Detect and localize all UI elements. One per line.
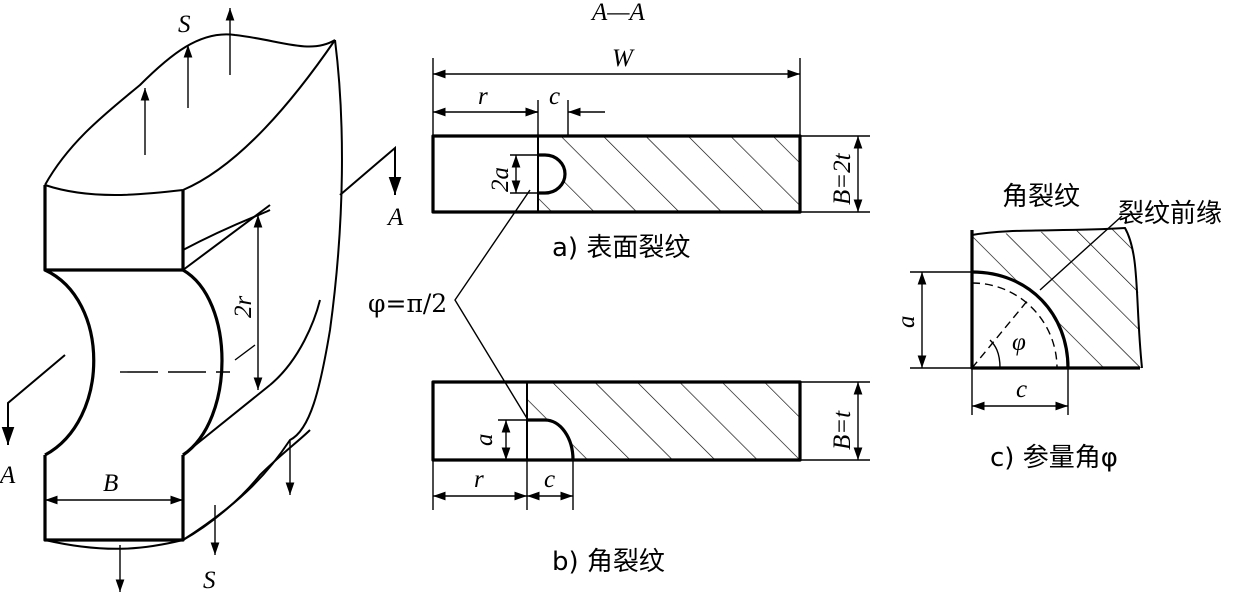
panel-c-caption: c) 参量角φ (990, 443, 1118, 473)
panel-a-surface-crack: r c 2a B=2t a) 表面裂纹 (431, 83, 870, 263)
panel-a-c-label: c (549, 83, 560, 110)
panel-a-caption: a) 表面裂纹 (552, 233, 690, 263)
section-mark-left: A (0, 462, 16, 489)
panel-a-crack-label: 2a (487, 167, 514, 192)
crack-front-label: 裂纹前缘 (1118, 199, 1222, 229)
load-label-top: S (178, 11, 191, 38)
panel-a-thickness-label: B=2t (829, 152, 856, 205)
panel-c-parametric-angle: 角裂纹 裂纹前缘 φ a c c) 参量角φ (893, 182, 1222, 473)
panel-b-r-label: r (474, 466, 484, 493)
panel-b-crack-label: a (471, 434, 498, 447)
phi-label: φ (1012, 329, 1026, 356)
width-label: W (612, 45, 635, 72)
corner-crack-label: 角裂纹 (1002, 182, 1080, 212)
specimen-3d: S S A A 2r B (0, 8, 404, 594)
thickness-label-3d: B (103, 470, 118, 497)
panel-b-caption: b) 角裂纹 (552, 547, 665, 577)
section-views: A—A W r c 2a (368, 0, 870, 577)
panel-a-r-label: r (478, 83, 488, 110)
panel-b-thickness-label: B=t (829, 410, 856, 450)
panel-b-c-label: c (544, 466, 555, 493)
hole-diameter-label: 2r (230, 296, 257, 319)
panel-b-corner-crack: a B=t r c b) 角裂纹 (431, 380, 870, 577)
load-label-bottom: S (203, 567, 216, 594)
section-title: A—A (590, 0, 646, 26)
section-mark-right: A (386, 204, 404, 231)
panel-c-a-label: a (893, 316, 920, 329)
phi-note: φ=π/2 (368, 289, 447, 318)
panel-c-c-label: c (1016, 376, 1027, 403)
